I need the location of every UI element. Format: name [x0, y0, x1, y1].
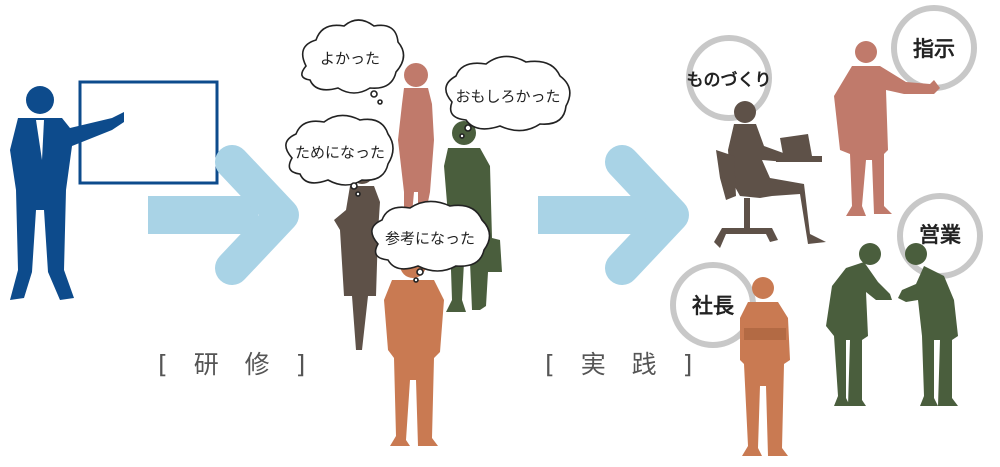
role-label-manufacturing: ものづくり — [686, 70, 772, 91]
arrow-practice — [538, 145, 689, 285]
worker-seated-figure — [714, 101, 826, 248]
president-figure — [740, 277, 790, 456]
training-stage-label: [ 研 修 ] — [158, 350, 315, 379]
speech-bubble-text-2: おもしろかった — [455, 87, 561, 106]
speech-cloud-4 — [371, 200, 491, 283]
arrow-training — [148, 145, 299, 285]
role-label-instruction: 指示 — [913, 37, 955, 61]
role-label-sales: 営業 — [919, 223, 961, 247]
manager-pointing-figure — [834, 41, 940, 216]
participant-woman-rose — [398, 63, 434, 214]
sales-bowing-figures — [826, 243, 958, 406]
instructor-figure — [10, 86, 124, 300]
participant-woman-brown — [334, 160, 380, 350]
speech-bubble-text-4: 参考になった — [384, 229, 476, 248]
speech-bubble-text-1: よかった — [319, 49, 381, 68]
speech-cloud-2 — [445, 55, 571, 139]
speech-cloud-1 — [301, 19, 405, 105]
role-label-president: 社長 — [692, 294, 734, 318]
practice-stage-label: [ 実 践 ] — [545, 350, 702, 379]
speech-cloud-3 — [285, 114, 394, 197]
role-circle-manufacturing — [686, 35, 772, 121]
speech-bubble-text-3: ためになった — [294, 143, 386, 162]
